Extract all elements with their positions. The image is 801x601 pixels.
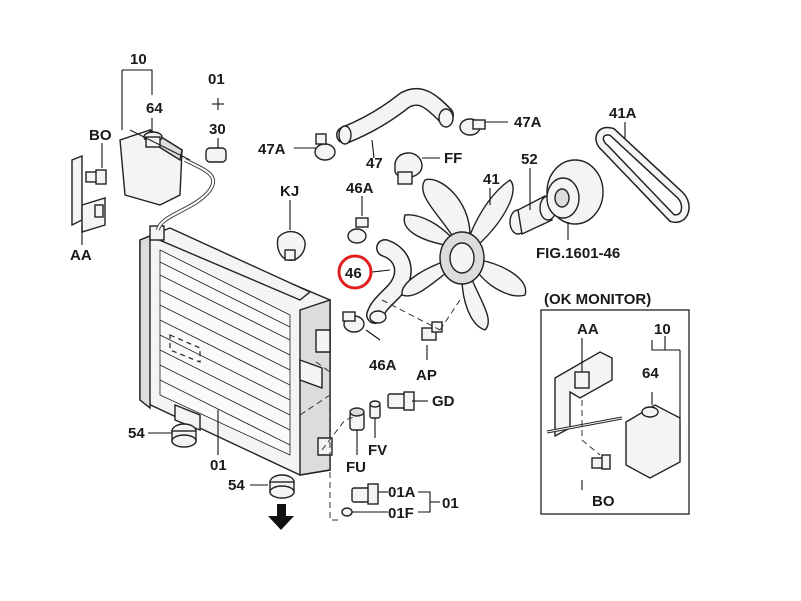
label-41a: 41A [609,105,637,122]
v-belt-41a [595,126,690,224]
label-10-top: 10 [130,51,147,68]
label-aa-left: AA [70,247,92,264]
label-47a-left: 47A [258,141,286,158]
label-47: 47 [366,155,383,172]
highlight-circle [337,254,373,290]
label-fv: FV [368,442,387,459]
ok-monitor-title: (OK MONITOR) [544,291,651,308]
label-bo-box: BO [592,493,615,510]
callout-labels: 10 64 BO AA 01 30 47A KJ 47 FF 47A 46A 4… [70,51,671,522]
label-47a-right: 47A [514,114,542,131]
label-ap: AP [416,367,437,384]
label-54-bottom: 54 [228,477,245,494]
label-bo-top: BO [89,127,112,144]
bolt-ap [421,321,443,341]
label-01f: 01F [388,505,414,522]
drain-plug-54-left [171,423,197,448]
label-46a-top: 46A [346,180,374,197]
bracket-kj [276,231,306,261]
label-64-top: 64 [146,100,163,117]
fan-pulley [546,159,604,225]
label-01a: 01A [388,484,416,501]
label-kj: KJ [280,183,299,200]
label-30: 30 [209,121,226,138]
clamp-46a-top [347,217,369,244]
direction-arrow [268,504,294,530]
clamp-46a-bottom [342,311,365,333]
leader-lines [81,69,626,513]
label-aa-box: AA [577,321,599,338]
cooling-fan [401,178,527,331]
label-fu: FU [346,459,366,476]
drain-plug-54-bottom [269,474,295,499]
oring-01f [341,507,353,517]
radiator [139,225,333,476]
label-10-box: 10 [654,321,671,338]
reservoir-tank [119,128,216,231]
drain-cock-01a [351,483,379,505]
label-01-bottom: 01 [210,457,227,474]
lower-hose-46 [366,239,412,324]
label-ff: FF [444,150,462,167]
fitting-fv [369,400,381,419]
ok-monitor-inset [540,309,690,515]
fitting-gd [387,391,415,411]
label-41: 41 [483,171,500,188]
bracket-aa-left [71,154,106,233]
label-54-left: 54 [128,425,145,442]
label-01-top: 01 [208,71,225,88]
label-gd: GD [432,393,455,410]
bolt-bo [85,169,107,185]
clamp-47a-left [314,133,336,161]
label-fig: FIG.1601-46 [536,245,620,262]
label-46a-bottom: 46A [369,357,397,374]
clamp-ff [394,152,423,185]
label-52: 52 [521,151,538,168]
clamp-47a-right [459,118,486,136]
fitting-fu [349,407,365,431]
dashed-guides [299,299,461,521]
upper-hose-47 [336,87,454,145]
label-01-right: 01 [442,495,459,512]
clip-30 [205,147,227,163]
label-46: 46 [345,265,362,282]
label-64-box: 64 [642,365,659,382]
